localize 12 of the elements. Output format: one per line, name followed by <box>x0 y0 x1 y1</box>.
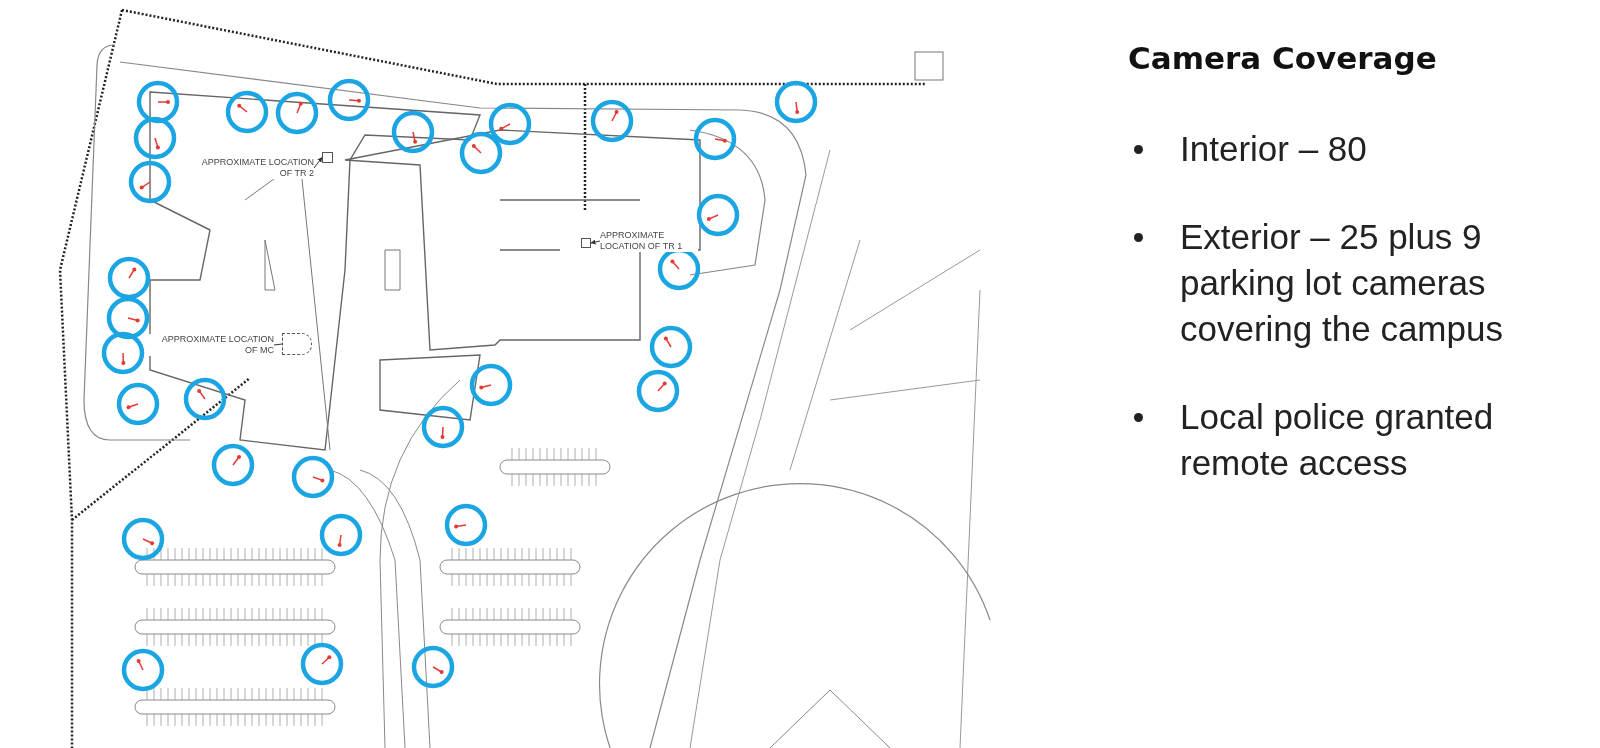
leader-line <box>273 343 283 346</box>
leader-line <box>590 239 601 245</box>
location-note: APPROXIMATE LOCATION OF TR 1 <box>600 230 698 252</box>
title: Camera Coverage <box>1128 40 1438 76</box>
location-note: APPROXIMATE LOCATION OF MC <box>148 334 274 356</box>
location-box <box>322 152 333 163</box>
bullet-text: Exterior – 25 plus 9 parking lot cameras covering the campus <box>1180 216 1504 350</box>
dashed-outline <box>282 333 312 355</box>
bullet-text: Interior – 80 <box>1180 128 1368 170</box>
leader-line <box>313 157 323 169</box>
bullet-text: Local police granted remote access <box>1180 396 1495 484</box>
location-box <box>581 238 591 248</box>
